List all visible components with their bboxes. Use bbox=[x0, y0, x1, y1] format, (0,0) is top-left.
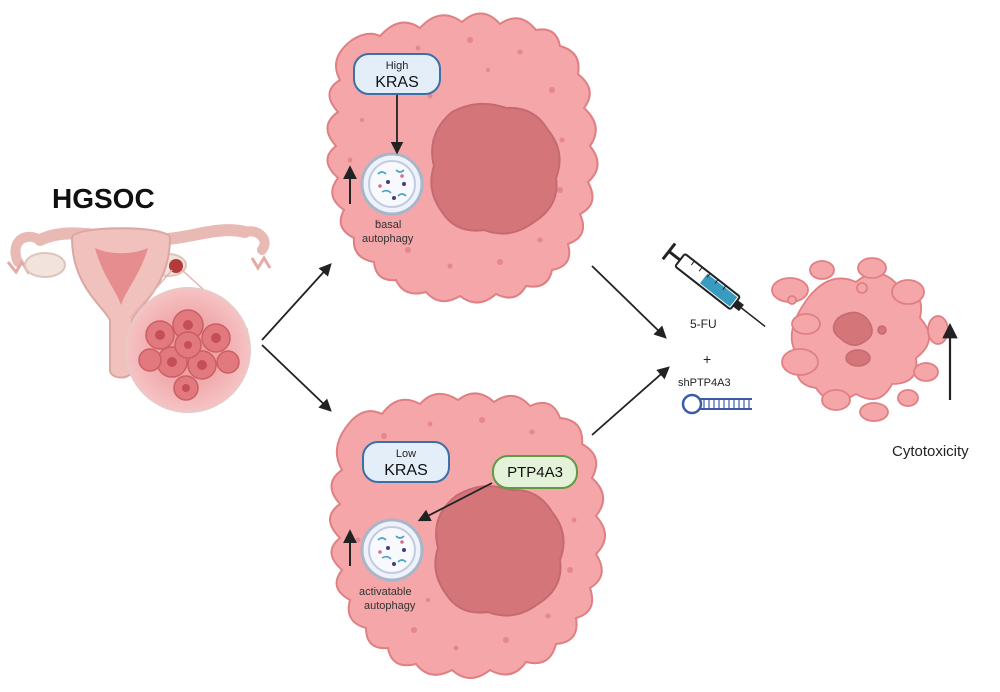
fragmented-cell bbox=[771, 257, 949, 422]
arrow-to-high-kras bbox=[261, 263, 332, 341]
ptp4a3-label: PTP4A3 bbox=[507, 464, 563, 481]
ptp4a3-badge: PTP4A3 bbox=[492, 455, 578, 489]
low-kras-level: Low bbox=[395, 448, 417, 460]
shrna-label: shPTP4A3 bbox=[678, 377, 731, 389]
ptp4a3-to-autophagy-arrow bbox=[417, 482, 493, 522]
high-kras-badge: High KRAS bbox=[353, 53, 441, 95]
high-kras-level: High bbox=[385, 60, 409, 72]
plus-sign: + bbox=[703, 351, 712, 367]
low-kras-gene: KRAS bbox=[384, 462, 428, 479]
arrow-high-to-treatment bbox=[591, 265, 667, 339]
high-kras-gene: KRAS bbox=[375, 74, 419, 91]
low-kras-badge: Low KRAS bbox=[362, 441, 450, 483]
shrna-hairpin-icon bbox=[681, 393, 752, 415]
basal-autophagy-label-1: basal bbox=[375, 219, 402, 231]
uterus-illustration bbox=[6, 224, 272, 413]
tumor-spot bbox=[169, 259, 183, 273]
diagram-title: HGSOC bbox=[52, 183, 155, 214]
drug-label: 5-FU bbox=[690, 317, 717, 331]
left-ovary bbox=[24, 252, 66, 278]
activatable-autophagy-label-1: activatable bbox=[359, 586, 412, 598]
arrow-to-low-kras bbox=[261, 344, 332, 412]
basal-autophagy-label-2: autophagy bbox=[362, 233, 414, 245]
arrow-low-to-treatment bbox=[591, 366, 670, 436]
syringe-icon bbox=[661, 242, 766, 328]
fragmented-nucleus bbox=[832, 311, 887, 367]
low-kras-cell bbox=[329, 392, 606, 679]
high-kras-nucleus bbox=[430, 102, 561, 235]
cytotoxicity-label: Cytotoxicity bbox=[892, 443, 969, 460]
low-kras-nucleus bbox=[434, 485, 565, 617]
activatable-autophagy-label-2: autophagy bbox=[364, 600, 416, 612]
